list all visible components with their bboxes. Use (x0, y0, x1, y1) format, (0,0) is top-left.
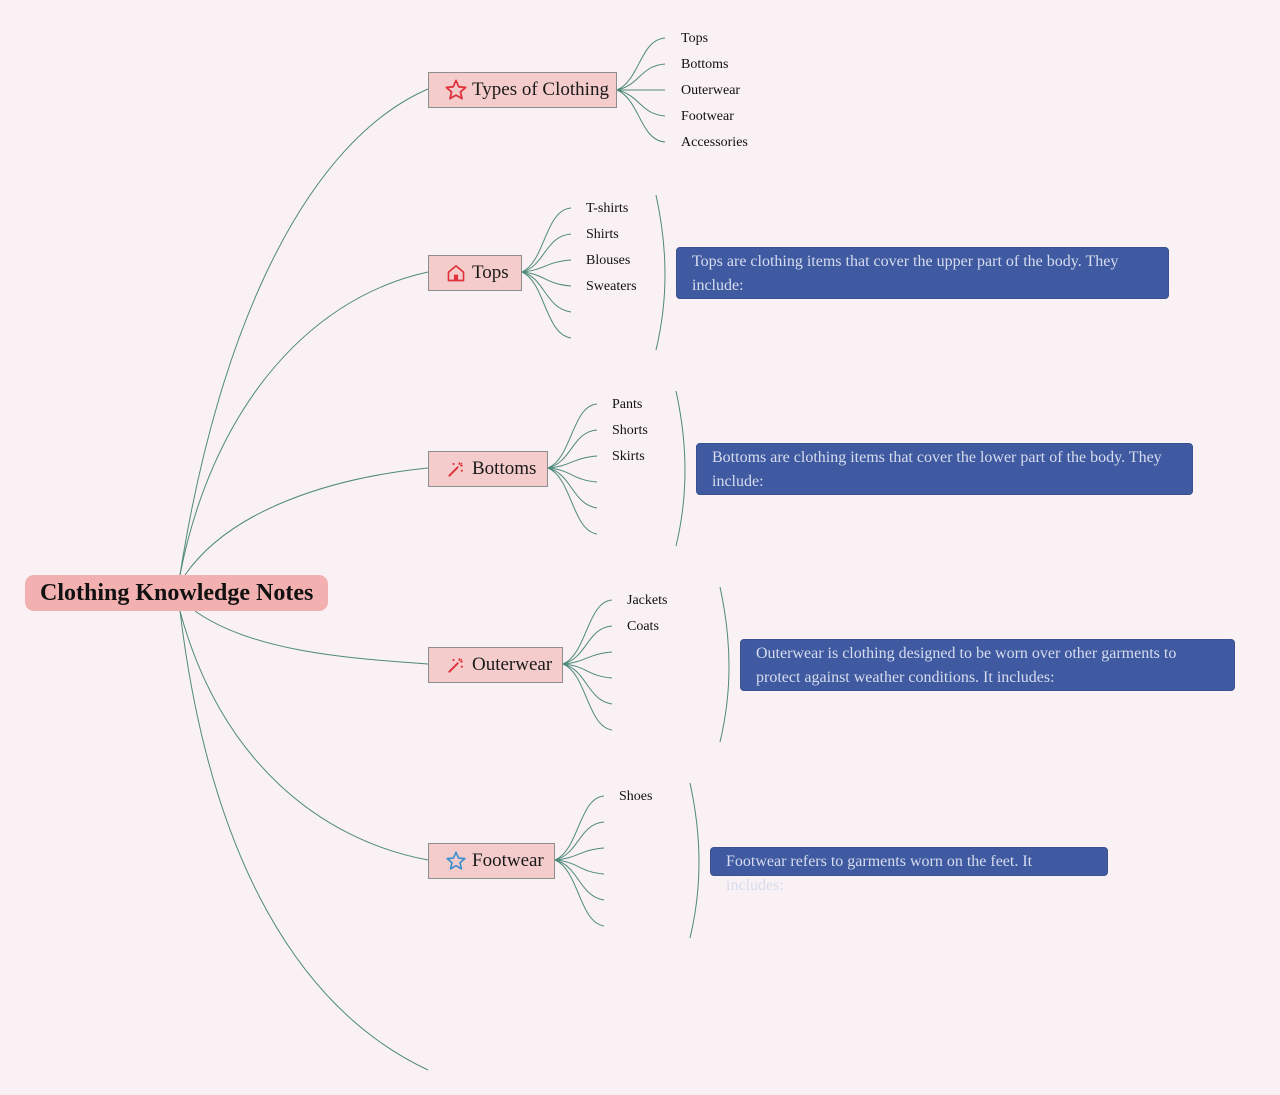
subtopic-item[interactable]: Bottoms (681, 57, 729, 72)
topic-types-of-clothing[interactable]: Types of Clothing (428, 72, 617, 108)
topic-tops[interactable]: Tops (428, 255, 522, 291)
note-text: Bottoms are clothing items that cover th… (712, 449, 1162, 490)
topic-label: Outerwear (472, 654, 553, 675)
topic-label: Types of Clothing (472, 79, 609, 100)
subtopic-item[interactable]: Jackets (627, 593, 668, 608)
topic-label: Tops (472, 262, 509, 283)
magic-wand-icon (444, 457, 468, 481)
note-outerwear[interactable]: Outerwear is clothing designed to be wor… (740, 639, 1235, 691)
topic-outerwear[interactable]: Outerwear (428, 647, 563, 683)
root-topic[interactable]: Clothing Knowledge Notes (25, 575, 328, 611)
bottoms-note-bracket (675, 390, 686, 547)
note-text: Outerwear is clothing designed to be wor… (756, 645, 1177, 686)
subtopic-item[interactable]: Pants (612, 397, 643, 412)
star-outline-icon (444, 78, 468, 102)
footwear-note-bracket (689, 782, 700, 939)
note-text: Tops are clothing items that cover the u… (692, 253, 1119, 294)
topic-footwear[interactable]: Footwear (428, 843, 555, 879)
tops-note-bracket (655, 194, 666, 351)
subtopic-item[interactable]: Shoes (619, 789, 653, 804)
magic-wand-icon (444, 653, 468, 677)
subtopic-item[interactable]: Tops (681, 31, 709, 46)
connector-root-to-empty-topic (179, 610, 429, 1071)
subtopic-item[interactable]: Shirts (586, 227, 619, 242)
subtopic-item[interactable]: Shorts (612, 423, 648, 438)
subtopic-item[interactable]: Sweaters (586, 279, 637, 294)
note-tops[interactable]: Tops are clothing items that cover the u… (676, 247, 1169, 299)
subtopic-item[interactable]: Blouses (586, 253, 631, 268)
subtopic-item[interactable]: Footwear (681, 109, 734, 124)
subtopic-item[interactable]: Skirts (612, 449, 645, 464)
star-outline-icon (444, 849, 468, 873)
outerwear-note-bracket (719, 586, 730, 743)
subtopic-item[interactable]: T-shirts (586, 201, 629, 216)
home-icon (444, 261, 468, 285)
subtopic-item[interactable]: Outerwear (681, 83, 741, 98)
note-footwear[interactable]: Footwear refers to garments worn on the … (710, 847, 1108, 894)
connector-root-to-tops (179, 271, 429, 576)
connector-root-to-bottoms (184, 467, 429, 576)
topic-bottoms[interactable]: Bottoms (428, 451, 548, 487)
topic-label: Bottoms (472, 458, 537, 479)
connector-root-to-outerwear (194, 610, 429, 665)
connector-root-to-types (179, 88, 429, 576)
subtopic-item[interactable]: Coats (627, 619, 659, 634)
note-text: Footwear refers to garments worn on the … (726, 853, 1033, 894)
note-bottoms[interactable]: Bottoms are clothing items that cover th… (696, 443, 1193, 495)
root-topic-label: Clothing Knowledge Notes (40, 579, 314, 606)
topic-label: Footwear (472, 850, 544, 871)
subtopic-item[interactable]: Accessories (681, 135, 748, 150)
connector-root-to-footwear (179, 610, 429, 861)
